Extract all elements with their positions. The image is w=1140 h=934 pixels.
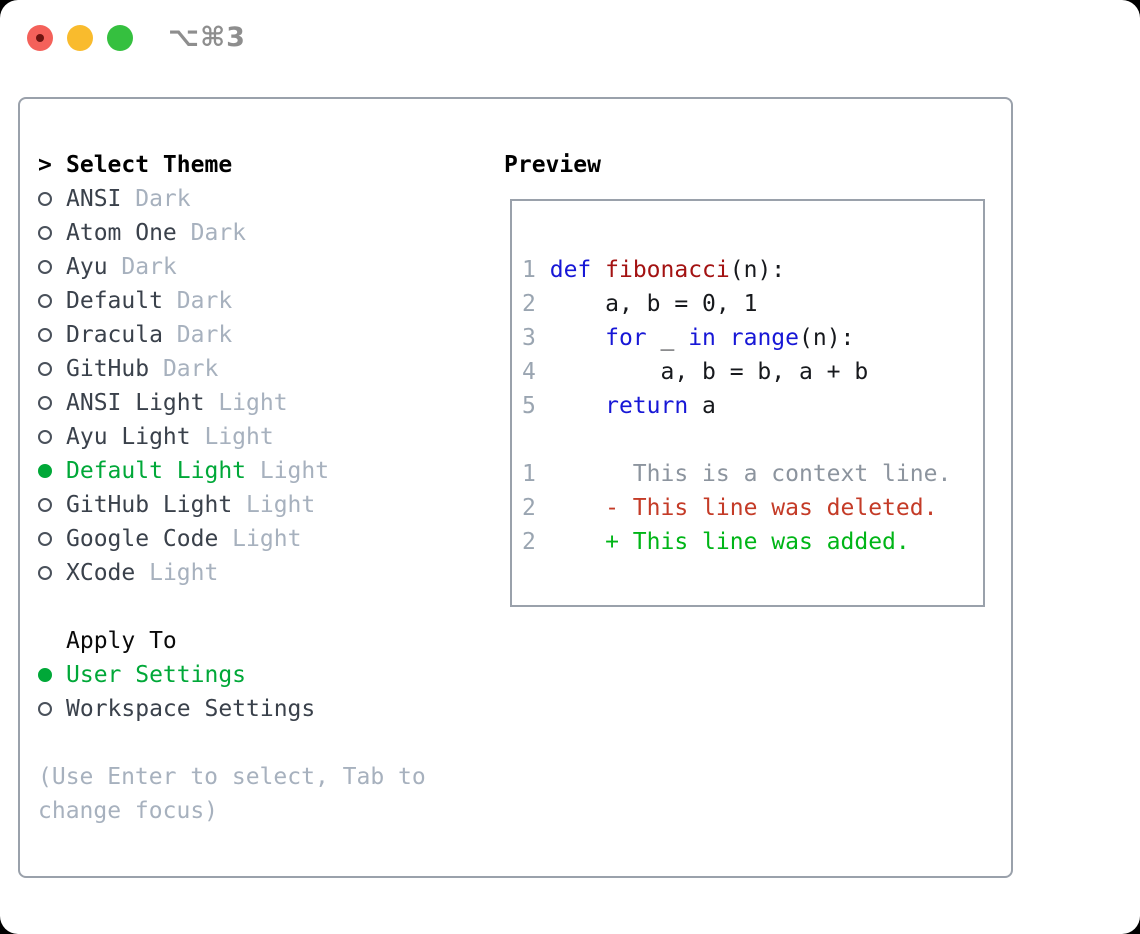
line-number: 2 <box>522 291 536 317</box>
theme-variant-tag: Dark <box>162 288 233 314</box>
theme-name: GitHub <box>66 356 150 382</box>
theme-name: Ayu <box>66 254 108 280</box>
theme-name: ANSI <box>66 186 122 212</box>
theme-variant-tag: Light <box>232 492 316 518</box>
line-number: 2 <box>522 495 536 521</box>
radio-unselected-icon <box>38 362 52 376</box>
theme-name: Atom One <box>66 220 177 246</box>
theme-name: GitHub Light <box>66 492 233 518</box>
preview-line-code: 3 for _ in range(n): <box>522 325 855 351</box>
theme-option-ayu[interactable]: Ayu Dark <box>38 250 488 284</box>
radio-unselected-icon <box>38 328 52 342</box>
zoom-button[interactable] <box>107 25 133 51</box>
spacer <box>38 590 488 624</box>
theme-name: Default Light <box>66 458 247 484</box>
theme-variant-tag: Dark <box>121 186 191 212</box>
theme-variant-tag: Dark <box>176 220 247 246</box>
radio-unselected-icon <box>38 566 52 580</box>
theme-name: Ayu Light <box>66 424 191 450</box>
theme-option-ansi-light[interactable]: ANSI Light Light <box>38 386 488 420</box>
theme-option-dracula[interactable]: Dracula Dark <box>38 318 488 352</box>
theme-variant-tag: Dark <box>162 322 233 348</box>
preview-line-diff-deleted: 2 - This line was deleted. <box>522 495 938 521</box>
radio-unselected-icon <box>38 532 52 546</box>
theme-name: XCode <box>66 560 136 586</box>
preview-line-code: 1 def fibonacci(n): <box>522 257 786 283</box>
theme-option-default[interactable]: Default Dark <box>38 284 488 318</box>
close-button-dot <box>36 34 44 42</box>
theme-variant-tag: Light <box>218 526 302 552</box>
theme-option-google-code[interactable]: Google Code Light <box>38 522 488 556</box>
preview-column: Preview 1 def fibonacci(n): 2 a, b = 0, 1… <box>504 148 1004 607</box>
radio-selected-icon <box>38 464 52 478</box>
theme-option-ansi[interactable]: ANSI Dark <box>38 182 488 216</box>
radio-selected-icon <box>38 668 52 682</box>
apply-option-user-settings[interactable]: User Settings <box>38 658 488 692</box>
radio-unselected-icon <box>38 294 52 308</box>
help-text: (Use Enter to select, Tab to change focu… <box>38 764 426 824</box>
radio-unselected-icon <box>38 192 52 206</box>
window-shortcut-label: ⌥⌘3 <box>168 22 246 53</box>
line-number: 4 <box>522 359 536 385</box>
prompt-cursor-icon: > <box>38 152 52 178</box>
preview-box: 1 def fibonacci(n): 2 a, b = 0, 1 3 for _ … <box>510 199 985 607</box>
line-number: 3 <box>522 325 536 351</box>
preview-line-code: 4 a, b = b, a + b <box>522 359 869 385</box>
theme-variant-tag: Dark <box>107 254 177 280</box>
theme-option-github[interactable]: GitHub Dark <box>38 352 488 386</box>
theme-variant-tag: Light <box>135 560 219 586</box>
theme-variant-tag: Light <box>190 424 274 450</box>
theme-name: Dracula <box>66 322 163 348</box>
preview-line-code: 5 return a <box>522 393 716 419</box>
apply-to-heading: Apply To <box>66 628 177 654</box>
theme-name: ANSI Light <box>66 390 205 416</box>
minimize-button[interactable] <box>67 25 93 51</box>
radio-unselected-icon <box>38 498 52 512</box>
theme-option-default-light[interactable]: Default Light Light <box>38 454 488 488</box>
theme-option-ayu-light[interactable]: Ayu Light Light <box>38 420 488 454</box>
theme-variant-tag: Light <box>246 458 330 484</box>
select-theme-heading-row: > Select Theme <box>38 148 488 182</box>
radio-unselected-icon <box>38 396 52 410</box>
close-button[interactable] <box>27 25 53 51</box>
spacer <box>38 726 488 760</box>
theme-option-xcode[interactable]: XCode Light <box>38 556 488 590</box>
line-number: 5 <box>522 393 536 419</box>
preview-line-blank <box>522 423 983 457</box>
radio-unselected-icon <box>38 226 52 240</box>
line-number: 2 <box>522 529 536 555</box>
theme-variant-tag: Light <box>204 390 288 416</box>
preview-heading: Preview <box>504 152 601 178</box>
preview-line-diff-context: 1 This is a context line. <box>522 461 952 487</box>
theme-option-github-light[interactable]: GitHub Light Light <box>38 488 488 522</box>
theme-name: Google Code <box>66 526 219 552</box>
apply-to-heading-row: Apply To <box>38 624 488 658</box>
line-number: 1 <box>522 257 536 283</box>
apply-option-label: Workspace Settings <box>66 696 316 722</box>
preview-line-diff-added: 2 + This line was added. <box>522 529 910 555</box>
radio-unselected-icon <box>38 430 52 444</box>
apply-option-workspace-settings[interactable]: Workspace Settings <box>38 692 488 726</box>
theme-name: Default <box>66 288 163 314</box>
preview-line-code: 2 a, b = 0, 1 <box>522 291 758 317</box>
radio-unselected-icon <box>38 260 52 274</box>
theme-variant-tag: Dark <box>149 356 219 382</box>
apply-option-label: User Settings <box>66 662 247 688</box>
radio-unselected-icon <box>38 702 52 716</box>
select-theme-heading: Select Theme <box>66 152 233 178</box>
title-bar: ⌥⌘3 <box>0 0 1140 76</box>
line-number: 1 <box>522 461 536 487</box>
theme-option-atom-one[interactable]: Atom One Dark <box>38 216 488 250</box>
